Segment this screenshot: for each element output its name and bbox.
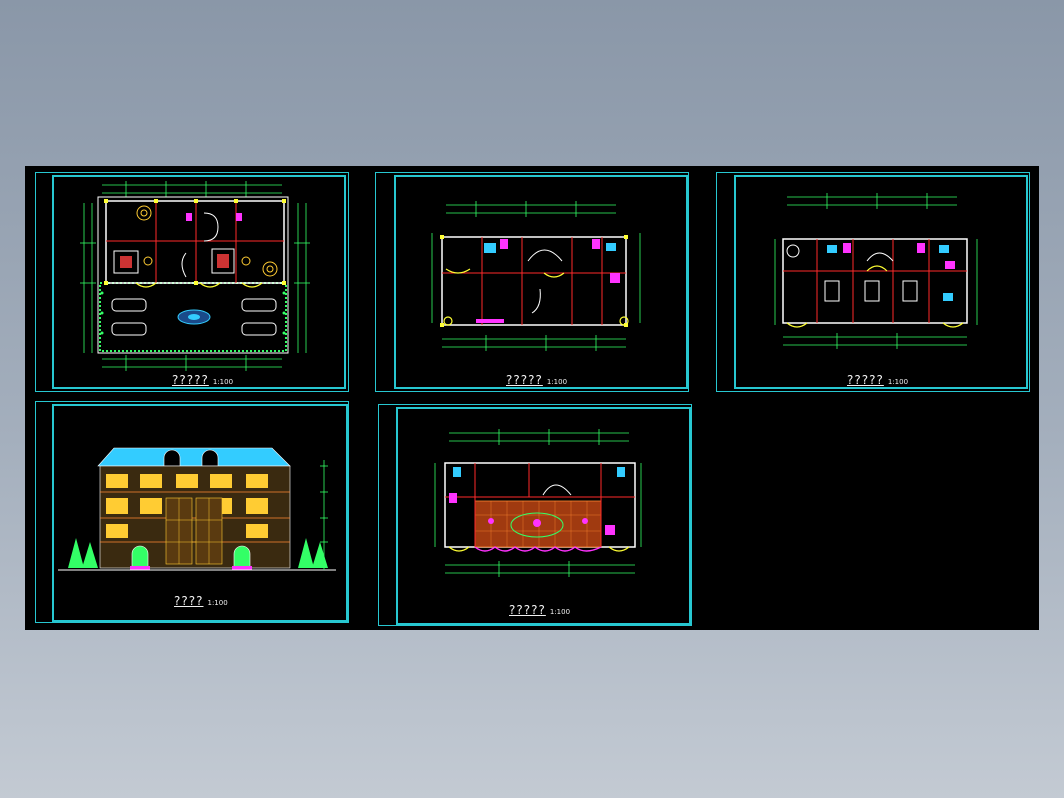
drawing-caption: ?????1:100: [509, 599, 570, 618]
third-floor-plan-drawing: [774, 193, 978, 349]
front-elevation-drawing: [58, 447, 336, 571]
drawing-title: ?????: [172, 373, 209, 387]
inner-frame: [394, 175, 688, 389]
drawing-sheet-front-elevation[interactable]: ????1:100: [35, 401, 349, 623]
drawing-sheet-roof-plan[interactable]: ?????1:100: [378, 404, 692, 626]
inner-frame: [396, 407, 691, 625]
drawing-scale: 1:100: [549, 608, 571, 616]
drawing-caption: ?????1:100: [847, 369, 908, 388]
drawing-scale: 1:100: [212, 378, 234, 386]
second-floor-plan-drawing: [431, 201, 641, 351]
drawing-caption: ?????1:100: [506, 369, 567, 388]
drawing-caption: ????1:100: [174, 590, 228, 609]
drawing-title: ?????: [509, 603, 546, 617]
drawing-title: ????: [174, 594, 204, 608]
inner-frame: [52, 175, 346, 389]
roof-plan-drawing: [434, 429, 642, 577]
cad-model-space[interactable]: ?????1:100: [25, 166, 1039, 630]
drawing-sheet-second-floor-plan[interactable]: ?????1:100: [375, 172, 689, 392]
drawing-scale: 1:100: [546, 378, 568, 386]
drawing-sheet-site-plan[interactable]: ?????1:100: [35, 172, 349, 392]
inner-frame: [734, 175, 1028, 389]
drawing-caption: ?????1:100: [172, 369, 233, 388]
drawing-scale: 1:100: [887, 378, 909, 386]
drawing-sheet-third-floor-plan[interactable]: ?????1:100: [716, 172, 1030, 392]
site-plan-drawing: [80, 181, 310, 371]
drawing-title: ?????: [506, 373, 543, 387]
inner-frame: [52, 404, 348, 622]
drawing-scale: 1:100: [207, 599, 228, 607]
drawing-title: ?????: [847, 373, 884, 387]
